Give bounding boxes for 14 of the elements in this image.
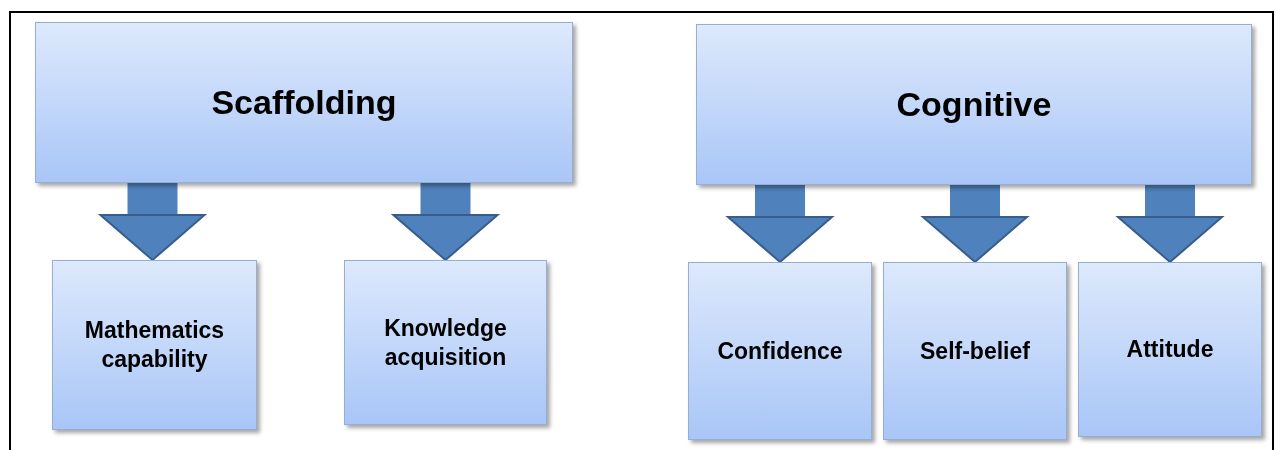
concept-box — [35, 22, 573, 183]
box-label: Self-belief — [920, 336, 1030, 366]
box-label: Mathematics capability — [83, 316, 226, 374]
concept-box — [688, 262, 872, 440]
concept-box — [344, 260, 547, 425]
box-label: Cognitive — [896, 85, 1052, 124]
box-label: Scaffolding — [211, 83, 397, 122]
box-label: Knowledge acquisition — [383, 313, 508, 372]
concept-box — [52, 260, 257, 430]
box-label: Confidence — [717, 336, 843, 366]
concept-box — [1078, 262, 1262, 437]
concept-box — [696, 24, 1252, 185]
concept-box — [883, 262, 1067, 440]
box-label: Attitude — [1126, 335, 1214, 364]
